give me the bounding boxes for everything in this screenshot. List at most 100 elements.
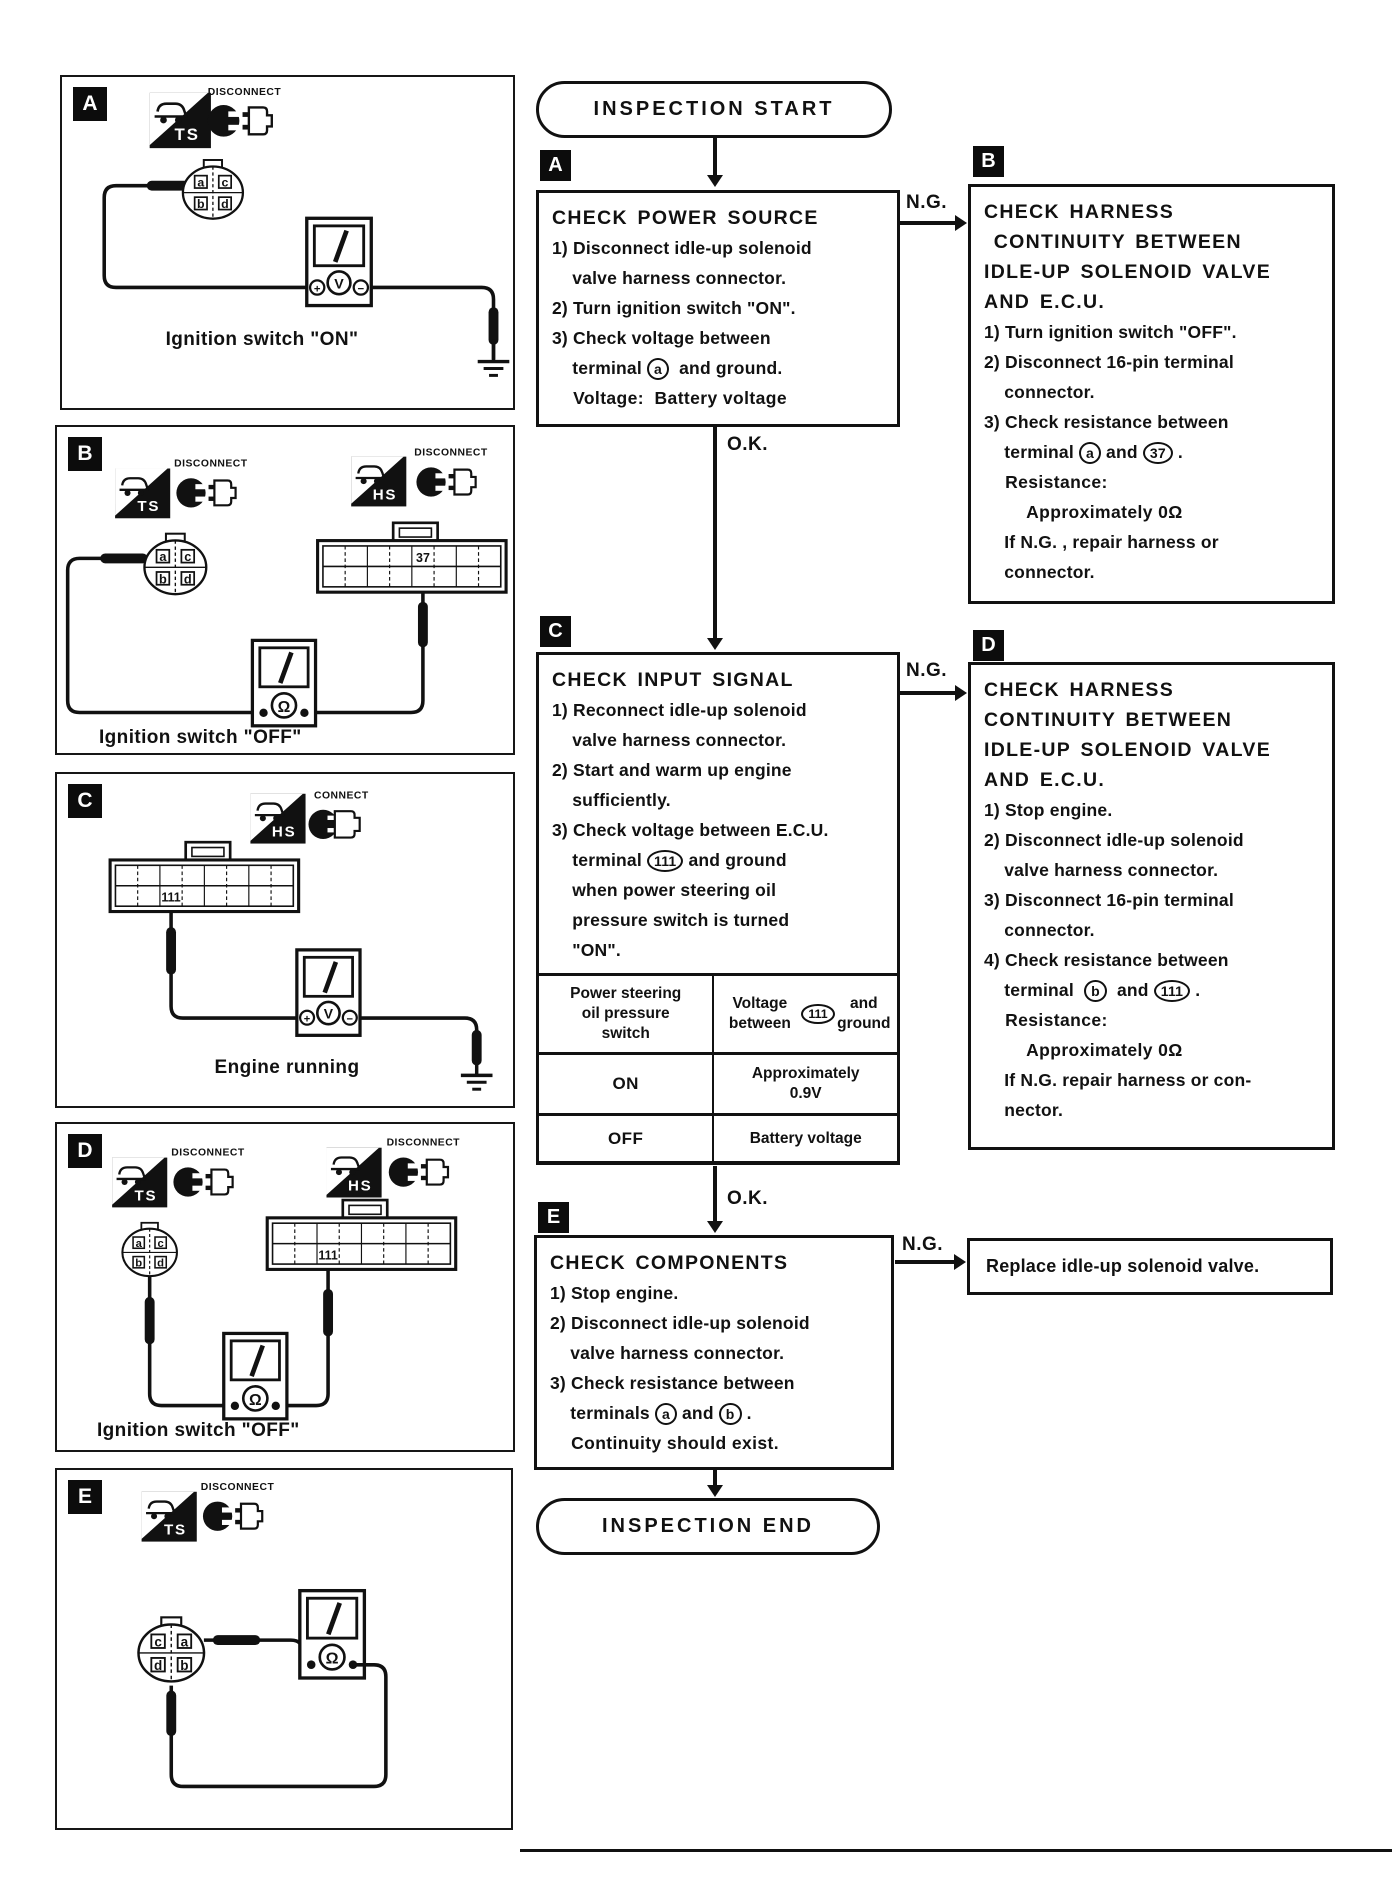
ts-tester-icon [148, 91, 213, 150]
flow-label-a: A [540, 150, 571, 181]
hs-tester-icon [350, 455, 408, 508]
replace-valve-box: Replace idle-up solenoid valve. [967, 1238, 1333, 1295]
check-input-signal-text: CHECK INPUT SIGNAL 1) Reconnect idle-up s… [552, 665, 884, 965]
disconnect-label: DISCONNECT [174, 459, 248, 470]
step-line: 2) Start and warm up engine [552, 760, 792, 780]
footer-rule [520, 1849, 1392, 1852]
diagram-caption-c: Engine running [214, 1057, 360, 1078]
disconnect-plug-icon [415, 466, 477, 498]
diagram-box-d: DISCONNECT DISCONNECT a c b d 111 D Ign [55, 1122, 515, 1452]
diagram-c-svg: CONNECT 111 [108, 791, 495, 1091]
diagram-label-d: D [68, 1134, 102, 1168]
box-title-line: AND E.C.U. [984, 291, 1106, 313]
box-title-line: IDLE-UP SOLENOID VALVE [984, 261, 1272, 283]
diagram-caption-a: Ignition switch "ON" [165, 329, 359, 350]
box-title-line: CONTINUITY BETWEEN [984, 231, 1242, 253]
box-title-line: CHECK POWER SOURCE [552, 207, 819, 229]
diagram-b-svg: DISCONNECT DISCONNECT a c b d 37 [65, 448, 508, 753]
wire [276, 1269, 330, 1408]
step-line: 3) Check voltage between [552, 328, 771, 348]
ng-label-2: N.G. [906, 660, 948, 681]
table-cell-switch-state: ON [539, 1055, 715, 1113]
step-line: Resistance: [984, 1010, 1108, 1030]
circled-terminal: 37 [1142, 442, 1173, 465]
check-input-signal-box: CHECK INPUT SIGNAL 1) Reconnect idle-up s… [536, 652, 900, 1165]
ground-symbol [459, 1051, 495, 1091]
pin-label: d [154, 1658, 162, 1673]
pin-label: a [136, 1238, 143, 1250]
box-title-line: CHECK COMPONENTS [550, 1252, 789, 1274]
step-line: valve harness connector. [552, 268, 787, 288]
inspection-end-label: INSPECTION END [601, 1515, 815, 1537]
step-line: nector. [984, 1100, 1064, 1120]
table-cell-voltage: Battery voltage [749, 1129, 862, 1147]
diagram-box-e: DISCONNECT c a d b E [55, 1468, 513, 1830]
diagram-caption-d: Ignition switch "OFF" [97, 1420, 300, 1441]
circled-terminal: 111 [1153, 980, 1191, 1003]
flow-label-b: B [973, 146, 1004, 177]
pin-label: a [159, 549, 167, 564]
check-components-box: CHECK COMPONENTS 1) Stop engine. 2) Discon… [534, 1235, 894, 1470]
step-line: 1) Reconnect idle-up solenoid [552, 700, 807, 720]
step-line: 1) Stop engine. [550, 1283, 679, 1303]
step-line: connector. [984, 382, 1095, 402]
ng-arrow-c-to-d [899, 691, 956, 695]
disconnect-plug-icon [387, 1156, 450, 1188]
diagram-box-c: CONNECT 111 C Engine running [55, 772, 515, 1108]
step-line: terminal b and 111 . [984, 975, 1319, 1005]
disconnect-label: DISCONNECT [414, 448, 488, 459]
step-line: 3) Check resistance between [550, 1373, 795, 1393]
diagram-label-b: B [68, 437, 102, 471]
pin-label: d [157, 1258, 164, 1270]
ng-arrow-a-to-b [899, 221, 956, 225]
flow-label-d: D [973, 630, 1004, 661]
pin-label: b [180, 1658, 188, 1673]
connect-plug-icon [307, 808, 361, 841]
inspection-end-node: INSPECTION END [536, 1498, 880, 1555]
replace-valve-label: Replace idle-up solenoid valve. [986, 1256, 1260, 1276]
ecu-16pin-connector: 111 [108, 840, 301, 914]
step-line: 2) Disconnect 16-pin terminal [984, 352, 1234, 372]
solenoid-connector: c a d b [137, 1616, 206, 1683]
solenoid-connector: a c b d [181, 158, 245, 220]
hs-tester-icon [249, 792, 307, 845]
step-line: 3) Check resistance between [984, 412, 1229, 432]
wire [304, 591, 425, 715]
circled-terminal: 111 [647, 850, 684, 873]
disconnect-plug-icon [201, 1500, 264, 1532]
disconnect-label: DISCONNECT [208, 87, 282, 98]
pin-label: a [197, 176, 204, 190]
diagram-a-svg: DISCONNECT a c b d [102, 87, 512, 378]
step-line: terminals a and b . [550, 1398, 878, 1428]
ecu-16pin-connector: 111 [265, 1198, 458, 1271]
ok-label-2: O.K. [727, 1188, 769, 1209]
ok-label-1: O.K. [727, 434, 769, 455]
ecu-pin-number: 37 [416, 551, 430, 565]
box-title-line: CHECK INPUT SIGNAL [552, 669, 794, 691]
flow-arrow-c-to-e [713, 1166, 717, 1222]
ohmmeter [252, 640, 315, 725]
solenoid-connector: a c b d [143, 532, 208, 596]
pin-label: c [157, 1238, 163, 1250]
wire [65, 556, 264, 715]
hs-tester-icon [325, 1146, 383, 1199]
ng-label-3: N.G. [902, 1234, 944, 1255]
table-row: OFF Battery voltage [539, 1113, 897, 1161]
box-title-line: CONTINUITY BETWEEN [984, 709, 1233, 731]
ng-arrow-e-to-replace [895, 1260, 955, 1264]
step-line: Resistance: [984, 472, 1108, 492]
diagram-label-e: E [68, 1480, 102, 1514]
step-line: 2) Disconnect idle-up solenoid [550, 1313, 810, 1333]
ts-tester-icon [110, 1156, 169, 1209]
step-line: connector. [984, 920, 1095, 940]
pin-label: b [159, 571, 167, 586]
pin-label: a [181, 1635, 189, 1650]
wire [169, 1663, 388, 1789]
ground-symbol [475, 338, 512, 378]
